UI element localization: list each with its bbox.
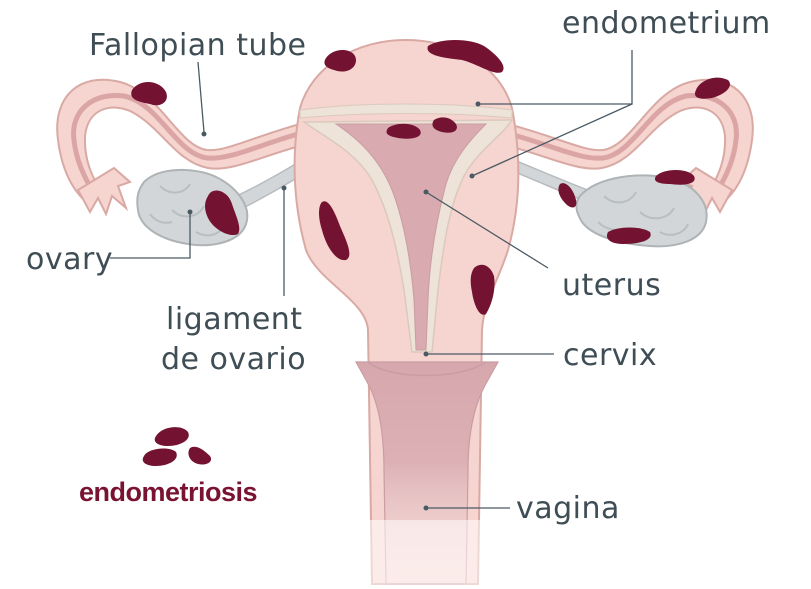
label-leaders: [110, 50, 633, 511]
label-ovary: ovary: [26, 242, 113, 277]
right-ovary: [575, 174, 708, 248]
uterine-cavity: [334, 123, 488, 351]
label-vagina: vagina: [516, 491, 620, 526]
label-ligament-line2: de ovario: [161, 342, 306, 377]
label-ligament-line1: ligament: [166, 302, 303, 337]
brand-wordmark: endometriosis: [79, 477, 257, 507]
label-uterus: uterus: [562, 268, 661, 303]
label-endometrium: endometrium: [562, 6, 771, 41]
endometriosis-lesions: [131, 40, 731, 315]
endometriosis-lesions-icon: [142, 427, 212, 466]
label-fallopian-tube: Fallopian tube: [89, 28, 307, 63]
label-cervix: cervix: [563, 338, 657, 373]
left-fallopian-tube: [56, 78, 301, 217]
